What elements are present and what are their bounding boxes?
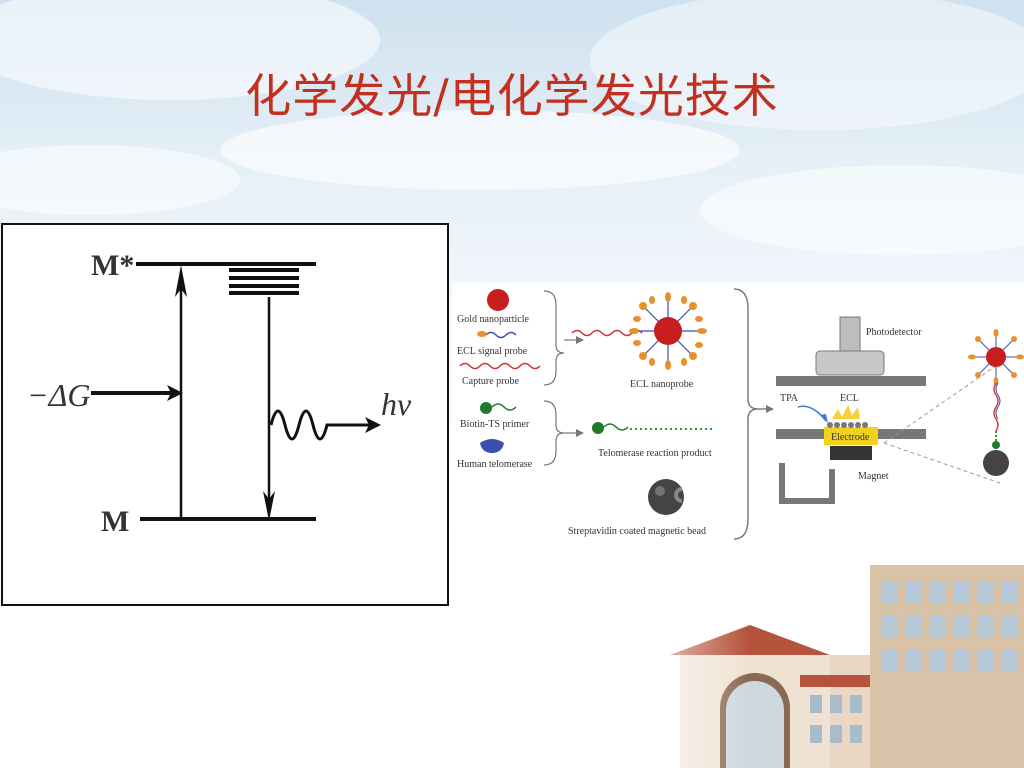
gold-nanoparticle-label: Gold nanoparticle [457, 314, 529, 325]
bracket-top [543, 290, 565, 386]
gold-nanoparticle-icon [487, 289, 509, 311]
bracket-bottom [543, 400, 565, 466]
energy-level-diagram: M* M −ΔG hν [1, 223, 449, 606]
primer-icon [480, 402, 492, 414]
ecl-nanoprobe-label: ECL nanoprobe [630, 379, 694, 390]
ecl-detection-scheme: Gold nanoparticle ECL signal probe Captu… [452, 283, 1024, 545]
excitation-arrow-head [175, 265, 187, 297]
product-icon [592, 422, 604, 434]
telomerase-icon [480, 439, 504, 453]
vibrational-levels [229, 268, 299, 272]
magnet-label: Magnet [858, 471, 889, 482]
human-telomerase-label: Human telomerase [457, 459, 533, 470]
electrode-label: Electrode [831, 432, 870, 443]
capture-probe-icon [459, 362, 541, 370]
campus-building-illustration [600, 545, 1024, 768]
ecl-flash-icon [832, 405, 860, 419]
biotin-ts-primer-label: Biotin-TS primer [460, 419, 530, 430]
photon-wave [269, 409, 371, 441]
ecl-signal-probe-label: ECL signal probe [457, 346, 528, 357]
photodetector-label: Photodetector [866, 327, 922, 338]
detection-cell [776, 316, 1001, 504]
delta-g-arrow-head [167, 385, 183, 401]
capture-probe-label: Capture probe [462, 376, 519, 387]
streptavidin-bead-label: Streptavidin coated magnetic bead [568, 526, 706, 537]
lower-level-label: M [101, 505, 129, 538]
photon-arrow-head [365, 417, 381, 433]
upper-level-label: M* [91, 249, 134, 282]
ecl-label: ECL [840, 393, 859, 404]
slide-title: 化学发光/电化学发光技术 [245, 69, 779, 123]
tpa-label: TPA [780, 393, 799, 404]
delta-g-label: −ΔG [27, 377, 90, 413]
emission-arrow-head [263, 491, 275, 521]
zoomed-probe-icon [968, 329, 1024, 476]
bracket-main [733, 288, 759, 540]
telomerase-product-label: Telomerase reaction product [598, 448, 712, 459]
emission-label: hν [381, 386, 412, 422]
ecl-nanoprobe-icon [571, 292, 707, 370]
magnetic-bead-icon [648, 479, 684, 515]
ecl-signal-probe-icon [485, 331, 517, 339]
